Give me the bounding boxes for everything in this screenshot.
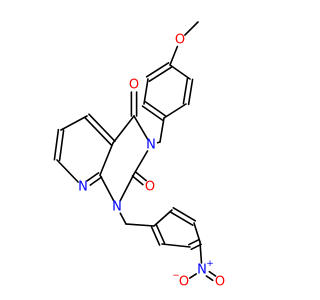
bond-a5-a6 [143, 78, 149, 105]
bond-C7-N8 [56, 159, 79, 183]
atom-n-imide: N [146, 138, 156, 153]
bond-C4a-C5-b [84, 117, 112, 146]
bond-Nn-On2-b [208, 270, 217, 277]
atom-o-carbonyl-right: O [145, 180, 155, 195]
atom-o-methoxy: O [175, 33, 185, 48]
atom-n-nitro: N [197, 263, 207, 278]
bond-a1-a2 [169, 64, 191, 80]
bond-N3-C4 [133, 115, 149, 140]
bond-a2-a3-b [187, 78, 194, 106]
bond-N3-C2 [133, 150, 149, 175]
bond-a2-a3-a [182, 77, 189, 105]
bond-b2-b3 [161, 243, 191, 248]
atom-n-ring-lower: N [112, 200, 122, 215]
bond-a4-a5-b [141, 105, 164, 121]
bond-CH2a-N3 [156, 141, 161, 144]
atom-o-carbonyl-top: O [129, 78, 139, 93]
atom-n-pyridine: N [78, 180, 88, 195]
bond-a4-CH2a [159, 117, 165, 143]
bond-b4-b5 [193, 222, 201, 243]
bond-b3-b4-b [188, 238, 200, 246]
bond-C5-C6 [60, 115, 88, 131]
bond-C2-N1 [119, 173, 135, 202]
bond-b6-b1 [153, 209, 173, 227]
bond-lines [53, 21, 217, 282]
bond-a4-a5-a [144, 101, 167, 117]
bond-C6-C7-a [53, 128, 60, 161]
bond-C6-C7-b [58, 129, 65, 162]
bond-N1-C8a [99, 174, 115, 202]
atom-o-nitro-left: O [179, 275, 189, 290]
bond-a6-a1-a [148, 66, 173, 82]
bond-C4a-C5-a [88, 113, 116, 142]
bond-b1-b2-a [150, 226, 161, 246]
bond-b4-Nn [199, 241, 203, 264]
bond-N8-C8a-a [89, 176, 103, 186]
bond-b1-b2-b [155, 224, 166, 244]
molecule-structure-diagram: O O N O N N N + O − O [53, 21, 225, 290]
bond-Nn-On2-a [205, 275, 214, 282]
bond-N8-C8a-b [86, 172, 100, 182]
bond-C4a-C4 [112, 115, 135, 144]
bond-C8a-C4a [99, 142, 114, 176]
atom-o-nitro-left-charge: − [172, 271, 180, 281]
atom-labels: O O N O N N N + O − O [78, 33, 225, 290]
atom-n-nitro-charge: + [206, 259, 214, 269]
bond-b5-b6-a [172, 207, 197, 222]
bond-Nn-On1 [189, 273, 197, 279]
bond-a3-a4 [163, 103, 187, 119]
bond-a6-a1-b [145, 61, 170, 78]
bond-C2-O2-a [131, 175, 144, 186]
bond-Me-Om [184, 21, 199, 36]
bond-N1-CH2b [119, 212, 127, 225]
bond-CH2b-b1 [125, 223, 155, 227]
bond-Om-a1 [169, 45, 179, 66]
atom-o-nitro-right: O [215, 275, 225, 290]
bond-b5-b6-b [169, 211, 194, 226]
bond-C2-O2-b [134, 171, 147, 182]
